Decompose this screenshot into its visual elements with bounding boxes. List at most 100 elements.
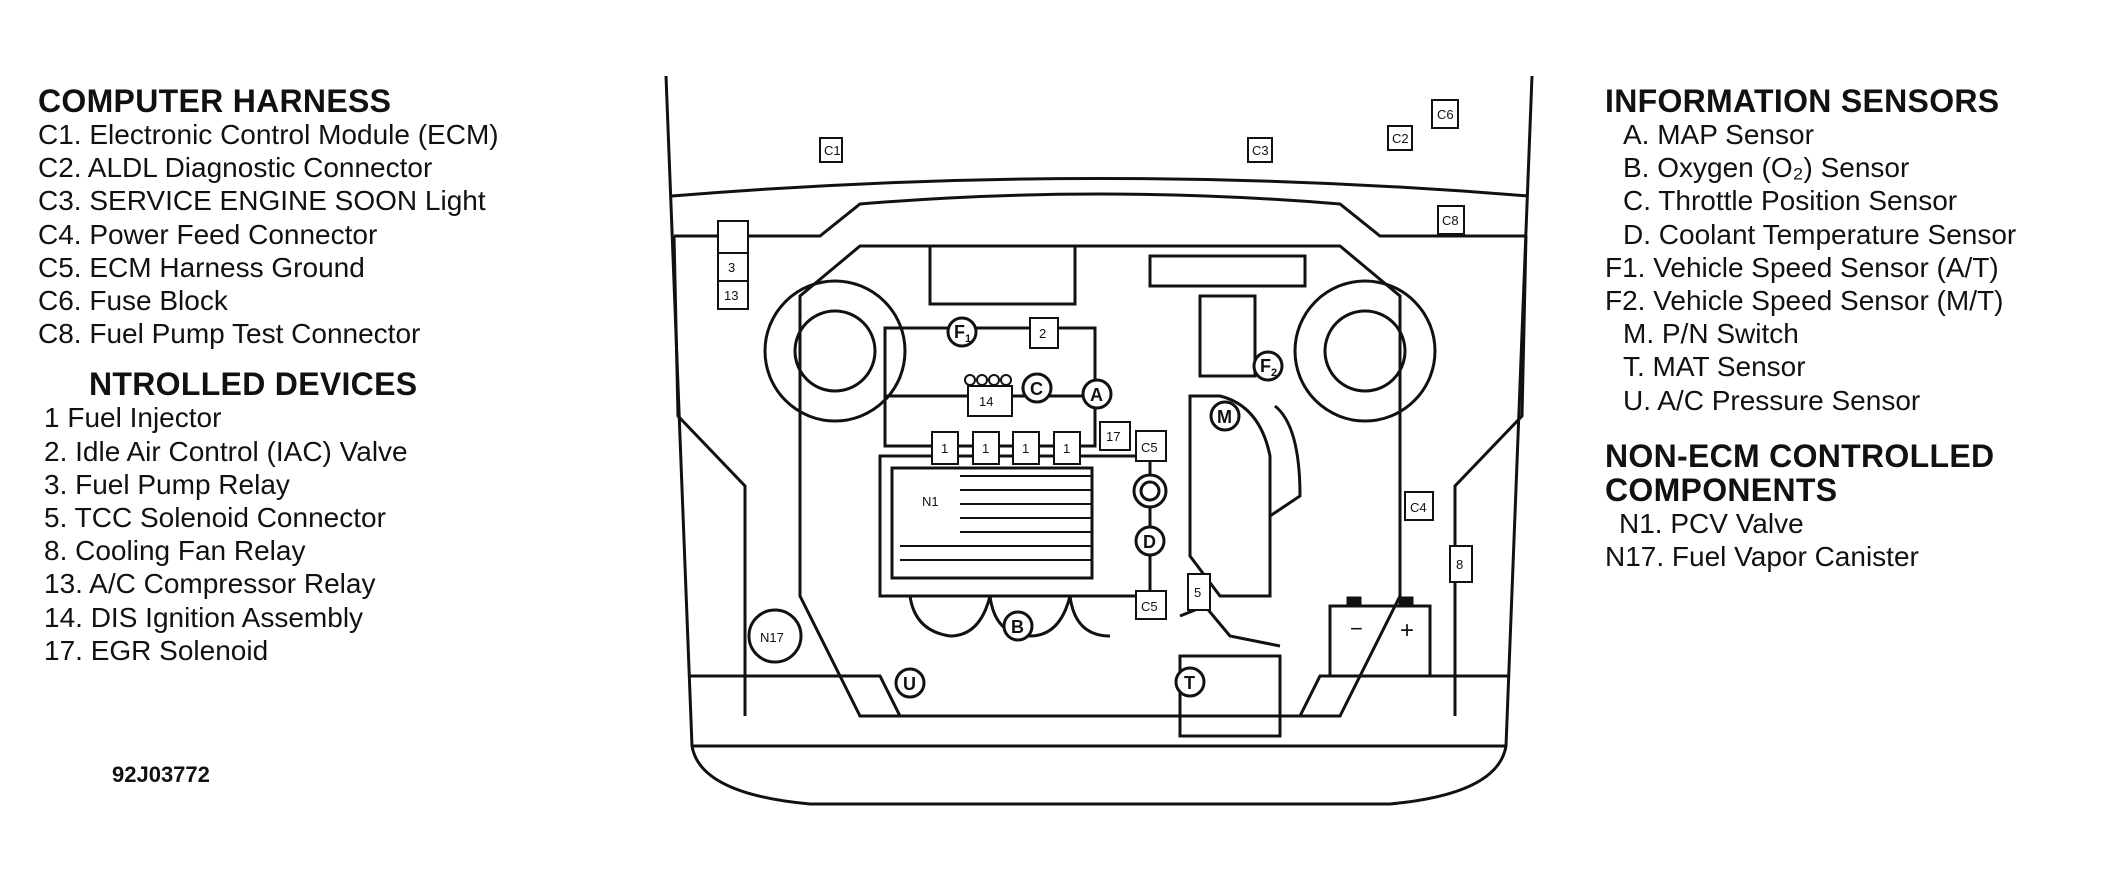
n1-label: N1: [922, 494, 939, 509]
list-item: 17. EGR Solenoid: [44, 634, 269, 666]
f1-sensor-label: F: [954, 322, 965, 342]
relay-13-label: 13: [724, 288, 738, 303]
list-item: M. P/N Switch: [1623, 318, 1799, 350]
n17-canister-circle: [747, 608, 803, 664]
tcc-5-label: 5: [1194, 585, 1201, 600]
c4-label: C4: [1410, 500, 1427, 515]
f1-sensor-circle: [946, 316, 978, 348]
c-sensor-label: C: [1030, 379, 1043, 399]
c2-box: [1387, 125, 1413, 151]
injector-1a-box: [931, 431, 959, 465]
transaxle-bell: [1269, 404, 1302, 518]
left-strut-tower: [763, 279, 907, 423]
list-item: C4. Power Feed Connector: [38, 218, 378, 250]
egr-17-label: 17: [1106, 429, 1120, 444]
dis-14-label: 14: [979, 394, 993, 409]
air-cleaner-box: [1178, 654, 1282, 738]
relay-blank-box: [717, 220, 749, 254]
air-intake: [928, 244, 1077, 306]
transaxle: [1188, 394, 1272, 598]
list-item: A. MAP Sensor: [1623, 119, 1814, 150]
information-sensors-list: A. MAP Sensor B. Oxygen (O₂) Sensor C. T…: [1605, 118, 2016, 417]
m-sensor-circle: [1209, 400, 1241, 432]
d-sensor-label: D: [1143, 532, 1156, 552]
left-legend: COMPUTER HARNESS C1. Electronic Control …: [38, 84, 499, 667]
c1-box: [819, 137, 843, 163]
left-strut-inner: [793, 309, 877, 393]
t-sensor-label: T: [1184, 673, 1195, 693]
list-item: 14. DIS Ignition Assembly: [44, 601, 364, 633]
list-item: T. MAT Sensor: [1623, 351, 1806, 383]
injector-1d-box: [1053, 431, 1081, 465]
injector-1d-label: 1: [1063, 441, 1070, 456]
a-sensor-circle: [1081, 378, 1113, 410]
injector-1a-label: 1: [941, 441, 948, 456]
right-strut-tower: [1293, 279, 1437, 423]
list-item: C3. SERVICE ENGINE SOON Light: [38, 185, 486, 217]
information-sensors-heading: INFORMATION SENSORS: [1605, 83, 2000, 119]
list-item: N17. Fuel Vapor Canister: [1605, 541, 1919, 573]
throttle-body: [1198, 294, 1257, 378]
c5-bottom-label: C5: [1141, 599, 1158, 614]
controlled-devices-heading: NTROLLED DEVICES: [89, 366, 418, 403]
reference-code: 92J03772: [112, 762, 210, 787]
f2-sensor-sub: 2: [1271, 367, 1277, 379]
m-sensor-label: M: [1217, 407, 1232, 427]
relay-3-label: 3: [728, 260, 735, 275]
list-item: C8. Fuel Pump Test Connector: [38, 318, 421, 350]
u-sensor-label: U: [903, 674, 916, 694]
coolant-port-inner: [1139, 480, 1161, 502]
f1-sensor-sub: 1: [965, 333, 971, 345]
c8-label: C8: [1442, 213, 1459, 228]
n17-canister-label: N17: [760, 630, 784, 645]
left-fender-line: [672, 235, 747, 716]
injector-1b-label: 1: [982, 441, 989, 456]
cowl-lower-line: [674, 192, 1526, 238]
b-sensor-circle: [1002, 610, 1034, 642]
c3-box: [1247, 137, 1273, 163]
list-item: F1. Vehicle Speed Sensor (A/T): [1605, 251, 1999, 283]
iac-2-label: 2: [1039, 326, 1046, 341]
list-item: B. Oxygen (O₂) Sensor: [1623, 152, 1910, 184]
f2-sensor-label: F: [1260, 356, 1271, 376]
computer-harness-list: C1. Electronic Control Module (ECM) C2. …: [38, 118, 499, 350]
c5-bottom-box: [1135, 590, 1167, 620]
non-ecm-heading-line1: NON-ECM CONTROLLED: [1605, 437, 1995, 474]
list-item: 1 Fuel Injector: [44, 402, 222, 434]
relay-3-box: [717, 252, 749, 282]
c8-box: [1437, 205, 1465, 235]
engine-compartment-diagram: − + C1 C3 C2 C6 C8 C4 C5 C5 3 13 2 14 17…: [664, 76, 1534, 806]
dis-terminals: [964, 374, 1012, 386]
c2-label: C2: [1392, 131, 1409, 146]
right-fender-line: [1453, 235, 1528, 716]
c-sensor-circle: [1021, 372, 1053, 404]
fan-relay-8-label: 8: [1456, 557, 1463, 572]
b-sensor-label: B: [1011, 617, 1024, 637]
f2-sensor-circle: [1252, 350, 1284, 382]
iac-2-box: [1029, 317, 1059, 349]
list-item: C2. ALDL Diagnostic Connector: [38, 152, 433, 184]
a-sensor-label: A: [1090, 385, 1103, 405]
right-strut-inner: [1323, 309, 1407, 393]
c5-top-box: [1135, 430, 1167, 462]
relay-13-box: [717, 280, 749, 310]
ignition-coil-pack: [1148, 254, 1307, 288]
battery-plus-label: +: [1400, 617, 1414, 644]
list-item: N1. PCV Valve: [1619, 507, 1804, 539]
c4-box: [1404, 491, 1434, 521]
compartment-outline: [664, 76, 1534, 806]
dis-14-box: [967, 385, 1013, 417]
cowl-line: [671, 177, 1529, 198]
injector-1c-label: 1: [1022, 441, 1029, 456]
fan-relay-8-box: [1449, 545, 1473, 583]
tcc-5-box: [1187, 573, 1211, 611]
computer-harness-heading: COMPUTER HARNESS: [38, 83, 392, 119]
list-item: F2. Vehicle Speed Sensor (M/T): [1605, 285, 2004, 317]
list-item: U. A/C Pressure Sensor: [1623, 384, 1921, 416]
list-item: C5. ECM Harness Ground: [38, 251, 365, 283]
list-item: 3. Fuel Pump Relay: [44, 468, 290, 500]
battery-terminal-pos: [1398, 596, 1414, 608]
c6-label: C6: [1437, 107, 1454, 122]
intake-duct: [1179, 604, 1281, 648]
non-ecm-list: N1. PCV Valve N17. Fuel Vapor Canister: [1605, 507, 2016, 573]
